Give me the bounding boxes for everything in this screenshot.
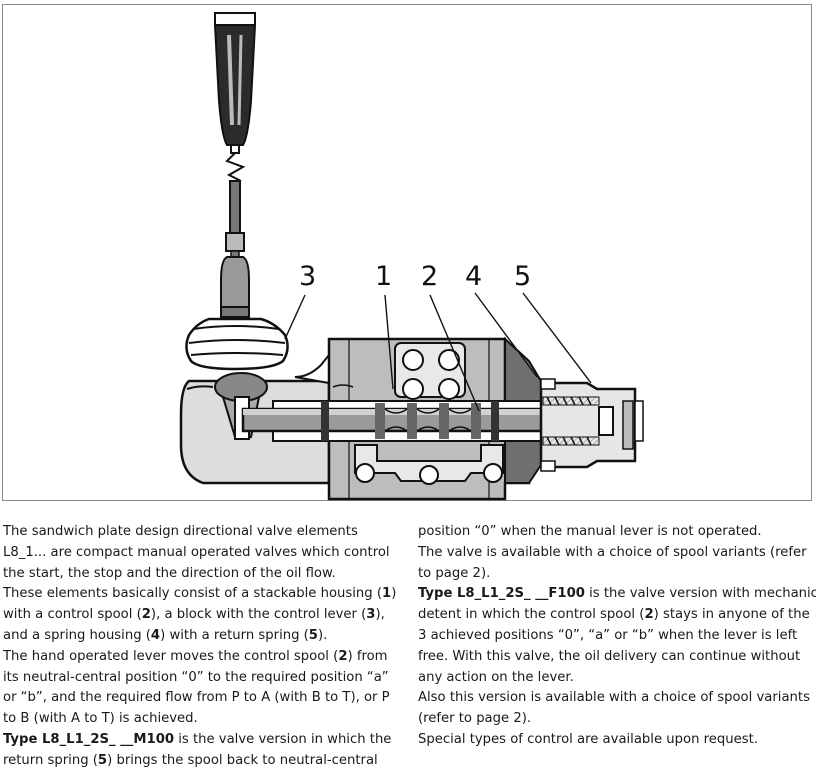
text-line: its neutral-central position “0” to the … xyxy=(3,668,403,689)
text-run: ) stays in anyone of the xyxy=(653,607,810,623)
text-run: ) xyxy=(391,586,397,602)
text-run: ), xyxy=(375,607,385,623)
callout-3: 3 xyxy=(299,261,317,292)
text-line: to B (with A to T) is achieved. xyxy=(3,709,403,730)
text-run: is the valve version in which the xyxy=(174,731,392,747)
lever-knob xyxy=(213,12,257,146)
text-line: The sandwich plate design directional va… xyxy=(3,522,403,543)
text-line: Special types of control are available u… xyxy=(418,730,816,751)
rubber-boot xyxy=(185,317,289,371)
text-run: to page 2). xyxy=(418,565,491,581)
bold-text-run: 3 xyxy=(366,607,376,623)
text-line: Type L8_L1_2S_ __F100 is the valve versi… xyxy=(418,584,816,605)
text-run: detent in which the control spool ( xyxy=(418,607,645,623)
callout-leader-lines xyxy=(284,292,592,412)
text-line: 3 achieved positions “0”, “a” or “b” whe… xyxy=(418,626,816,647)
bold-text-run: 2 xyxy=(644,607,654,623)
text-run: L8_1... are compact manual operated valv… xyxy=(3,544,390,560)
text-run: ) from xyxy=(347,648,388,664)
text-line: detent in which the control spool (2) st… xyxy=(418,605,816,626)
bold-text-run: 1 xyxy=(382,586,392,602)
text-run: the start, the stop and the direction of… xyxy=(3,565,336,581)
text-run: with a control spool ( xyxy=(3,607,142,623)
text-run: its neutral-central position “0” to the … xyxy=(3,669,389,685)
text-run: The valve is available with a choice of … xyxy=(418,544,807,560)
text-run: Special types of control are available u… xyxy=(418,731,758,747)
bold-text-run: 5 xyxy=(97,752,108,768)
text-run: position “0” when the manual lever is no… xyxy=(418,524,762,539)
text-line: the start, the stop and the direction of… xyxy=(3,564,403,585)
text-run: and a spring housing ( xyxy=(3,627,151,643)
text-run: any action on the lever. xyxy=(418,669,574,685)
text-run: or “b”, and the required flow from P to … xyxy=(3,690,390,706)
valve-drawing xyxy=(179,12,644,501)
bold-text-run: 4 xyxy=(150,627,161,643)
text-line: L8_1... are compact manual operated valv… xyxy=(3,543,403,564)
description-column-left: The sandwich plate design directional va… xyxy=(3,522,403,772)
text-run: These elements basically consist of a st… xyxy=(3,586,382,602)
callout-5: 5 xyxy=(514,261,532,292)
text-run: ), a block with the control lever ( xyxy=(150,607,367,623)
text-run: 3 achieved positions “0”, “a” or “b” whe… xyxy=(418,627,798,643)
text-line: The valve is available with a choice of … xyxy=(418,543,816,564)
callout-2: 2 xyxy=(421,261,439,292)
text-run: to B (with A to T) is achieved. xyxy=(3,711,198,727)
text-run: ). xyxy=(317,627,328,643)
text-line: (refer to page 2). xyxy=(418,709,816,730)
text-run: ) with a return spring ( xyxy=(160,627,309,643)
text-line: These elements basically consist of a st… xyxy=(3,584,403,605)
text-run: is the valve version with mechanical xyxy=(584,586,816,602)
text-run: The hand operated lever moves the contro… xyxy=(3,648,339,664)
callout-4: 4 xyxy=(465,261,483,292)
bold-text-run: 2 xyxy=(141,607,151,623)
text-run: return spring ( xyxy=(3,752,98,768)
text-line: position “0” when the manual lever is no… xyxy=(418,522,816,543)
lever-rod xyxy=(220,144,250,318)
text-line: Also this version is available with a ch… xyxy=(418,688,816,709)
bold-text-run: Type L8_L1_2S_ __M100 xyxy=(3,731,175,747)
text-run: free. With this valve, the oil delivery … xyxy=(418,648,801,664)
bold-text-run: 5 xyxy=(308,627,318,643)
text-run: ) brings the spool back to neutral-centr… xyxy=(107,752,378,768)
bold-text-run: 2 xyxy=(338,648,348,664)
return-spring xyxy=(542,396,614,446)
text-line: or “b”, and the required flow from P to … xyxy=(3,688,403,709)
text-line: The hand operated lever moves the contro… xyxy=(3,647,403,668)
text-line: Type L8_L1_2S_ __M100 is the valve versi… xyxy=(3,730,403,751)
text-run: The sandwich plate design directional va… xyxy=(3,524,358,539)
text-line: any action on the lever. xyxy=(418,668,816,689)
text-line: to page 2). xyxy=(418,564,816,585)
text-run: (refer to page 2). xyxy=(418,711,532,727)
text-line: return spring (5) brings the spool back … xyxy=(3,751,403,772)
text-line: with a control spool (2), a block with t… xyxy=(3,605,403,626)
description-column-right: position “0” when the manual lever is no… xyxy=(418,522,816,751)
text-line: and a spring housing (4) with a return s… xyxy=(3,626,403,647)
bold-text-run: Type L8_L1_2S_ __F100 xyxy=(418,586,585,602)
text-run: Also this version is available with a ch… xyxy=(418,690,810,706)
text-line: free. With this valve, the oil delivery … xyxy=(418,647,816,668)
callout-1: 1 xyxy=(375,261,393,292)
valve-cross-section-figure: 3 1 2 4 5 xyxy=(2,4,812,501)
